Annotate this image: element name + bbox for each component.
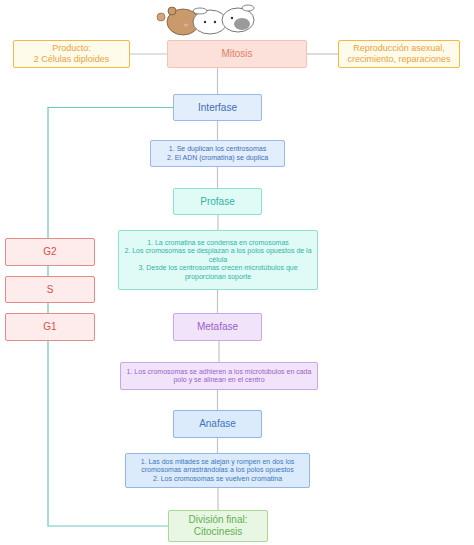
detail-text: 2. Los cromosomas se desplazan a los pol… [123,247,313,264]
detail-box: 1. Las dos mitades se alejan y rompen en… [125,453,310,488]
title-box: Mitosis [167,40,307,68]
bunny-ear [193,8,207,14]
mascot-cheek [184,24,189,27]
detail-text: 2. El ADN (cromatina) se duplica [167,154,268,162]
connector-path [130,53,167,54]
detail-text: 3. Desde los centrosomas crecen microtúb… [123,264,313,281]
box-label: División final: [189,514,248,526]
subphase-box: S [5,276,95,303]
connector-path [217,438,218,453]
box-label: Reproducción asexual, crecimiento, repar… [343,43,455,65]
connector-line [218,488,219,510]
connector-path [217,215,218,230]
phase-box: Anafase [173,410,262,438]
box-label: Citocinesis [194,526,242,538]
cat-ear [242,5,254,11]
phase-box: Profase [173,188,262,215]
connector-line [217,290,218,313]
brown-bear-ear [168,7,176,15]
mascot-eye [204,21,206,23]
connector-path [307,53,338,54]
detail-box: 1. La cromatina se condensa en cromosoma… [118,230,318,290]
final-box: División final:Citocinesis [168,510,268,542]
connector-path [217,290,218,313]
phase-box: Interfase [173,94,262,121]
brown-bear-body [167,9,199,35]
detail-text: 1. Los cromosomas se adhieren a los micr… [125,368,313,385]
subphase-box: G1 [5,313,95,341]
detail-text: 1. La cromatina se condensa en cromosoma… [147,239,289,247]
box-label: Interfase [198,102,237,114]
connector-line [218,215,219,230]
bear-paw [157,13,165,21]
detail-box: 1. Se duplican los centrosomas2. El ADN … [150,140,285,167]
box-label: G2 [43,246,56,258]
mascot-eye [214,21,216,23]
cat-patch [234,18,250,30]
mascot-eye [231,17,233,19]
connector-path [217,390,218,410]
product-box: Producto:2 Células diploides [13,40,130,68]
connector-line [217,167,218,188]
connector-line [219,341,220,362]
detail-text: 1. Las dos mitades se alejan y rompen en… [130,458,305,475]
detail-text: 1. Se duplican los centrosomas [169,145,266,153]
box-label: 2 Células diploides [34,54,110,65]
detail-text: 2. Los cromosomas se vuelven cromatina [153,475,282,483]
box-label: Metafase [197,321,238,333]
purpose-box: Reproducción asexual, crecimiento, repar… [338,40,460,68]
connector-path [217,167,218,188]
white-bunny-body [193,10,227,34]
box-label: Profase [200,196,234,208]
connector-line [307,54,338,55]
connector-line [217,68,218,94]
connector-line [217,121,218,140]
connector-line [217,438,218,453]
box-label: Producto: [52,43,91,54]
connector-path [217,68,218,94]
subphase-box: G2 [5,238,95,266]
box-label: Anafase [199,418,236,430]
connector-path [218,341,219,362]
phase-box: Metafase [173,313,262,341]
connector-line [217,390,218,410]
detail-box: 1. Los cromosomas se adhieren a los micr… [120,362,318,390]
connector-path [217,121,218,140]
box-label: Mitosis [221,48,252,60]
mascot-group [157,5,254,35]
connector-line [130,54,167,55]
connector-path [217,488,218,510]
white-cat-body [222,8,254,32]
box-label: G1 [43,321,56,333]
box-label: S [47,284,54,296]
